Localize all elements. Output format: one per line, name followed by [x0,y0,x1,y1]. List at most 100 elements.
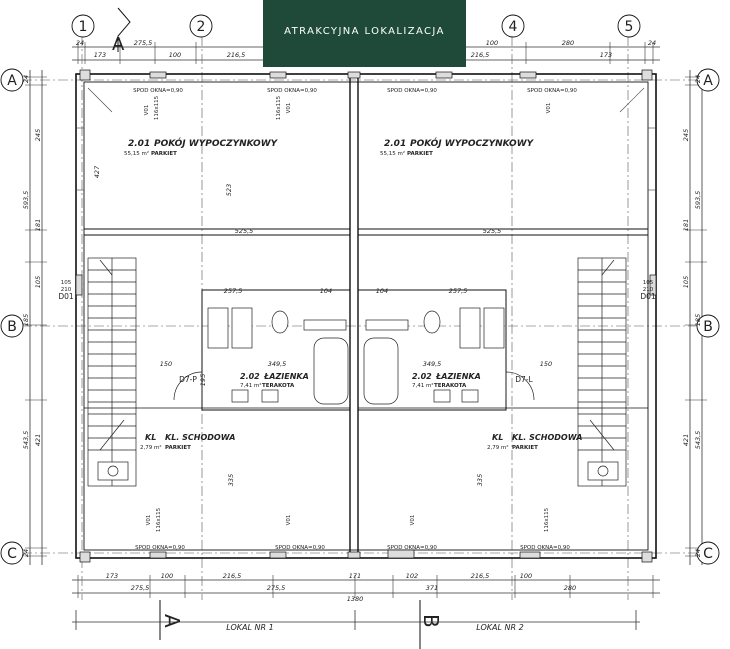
opening-size: 210 [643,287,654,293]
dim-bottom: 216,5 [223,572,242,580]
window-tag: V01 [144,105,150,116]
room-label-stairs-left: KL KL. SCHODOWA 2,79 m² PARKIET [140,433,235,451]
dim-right: 245 [682,129,690,141]
unit-label-lines [72,610,640,630]
dim-left: 593,5 [22,191,30,210]
window-note: SPOD OKNA=0,90 [267,88,317,94]
dim-left: 185 [22,314,30,326]
dim-top: 100 [486,39,498,47]
axis-label-b-left: B [7,319,17,335]
room-number: KL [492,433,503,442]
dim-top: 280 [562,39,574,47]
dim-left: 245 [34,129,42,141]
room-name: POKÓJ WYPOCZYNKOWY [154,137,279,149]
opening-size: 116x115 [156,507,162,532]
bathroom-fixtures [207,307,505,405]
room-area: 7,41 m² [412,382,434,389]
dim-top: 216,5 [227,51,246,59]
dim-right: 24 [694,75,702,83]
staircase-right [577,257,627,487]
windows [75,69,657,563]
window-tag: V01 [286,515,292,526]
room-label-bathroom-right: 2.02 ŁAZIENKA 7,41 m² TERAKOTA [412,372,481,389]
room-floor: PARKIET [151,151,177,157]
section-marker-b-bottom: B [419,614,443,628]
door-tag: D01 [58,292,74,301]
room-number: 2.02 [412,372,432,381]
dim-bottom: 280 [564,584,576,592]
room-floor: TERAKOTA [262,383,295,389]
window-note: SPOD OKNA=0,90 [527,88,577,94]
dim-bottom: 102 [406,572,418,580]
window-tag: V01 [146,515,152,526]
opening-size: 105 [61,280,72,286]
dimensions-left: 24 245 593,5 181 105 185 543,5 421 24 [22,75,42,557]
axis-label-5: 5 [625,19,634,35]
room-name: ŁAZIENKA [263,372,309,381]
dim-top: 173 [94,51,106,59]
window-note: SPOD OKNA=0,90 [520,545,570,551]
door-tag: D7-P [179,375,197,384]
dim-right: 421 [682,434,690,446]
axis-label-1: 1 [79,19,88,35]
dim-bottom-total: 1380 [347,595,364,603]
dim-top: 275,5 [134,39,153,47]
axis-label-2: 2 [197,19,206,35]
dim-top: 100 [169,51,181,59]
unit-label-right: LOKAL NR 2 [476,623,523,632]
doors [173,371,535,401]
room-area: 2,79 m² [487,444,509,451]
dim-left: 105 [34,276,42,288]
window-note: SPOD OKNA=0,90 [387,88,437,94]
room-area: 55,15 m² [124,150,149,157]
dim-interior: 104 [376,287,388,295]
dim-top: 216,5 [471,51,490,59]
dim-right: 181 [682,219,690,231]
dim-left: 181 [34,219,42,231]
window-tag: V01 [286,103,292,114]
dimensions-top: 24 173 275,5 100 216,5 216,5 100 280 173… [76,39,656,59]
opening-size: 116x115 [544,507,550,532]
axis-label-b-right: B [703,319,713,335]
dim-interior: 523 [225,184,233,196]
dim-interior: 257,5 [224,287,243,295]
dim-right: 105 [682,276,690,288]
dim-interior: 349,5 [423,360,442,368]
dim-interior: 335 [227,474,235,486]
room-name: KL. SCHODOWA [512,433,582,442]
dim-interior: 525,5 [235,227,254,235]
window-note: SPOD OKNA=0,90 [135,545,185,551]
room-floor: TERAKOTA [434,383,467,389]
opening-size: 105 [643,280,654,286]
room-label-stairs-right: KL KL. SCHODOWA 2,79 m² PARKIET [487,433,582,451]
opening-size: 210 [61,287,72,293]
room-label-living-right: 2.01 POKÓJ WYPOCZYNKOWY 55,15 m² PARKIET [380,137,535,157]
room-number: 2.01 [128,139,150,149]
axis-label-c-left: C [7,546,17,562]
dim-bottom: 100 [520,572,532,580]
walls [75,73,657,559]
section-markers [117,7,421,649]
dim-top: 24 [76,39,84,47]
dim-interior: 150 [540,360,552,368]
dim-left: 24 [22,549,30,557]
room-number: KL [145,433,156,442]
room-area: 7,41 m² [240,382,262,389]
door-tag: D01 [640,292,656,301]
dimensions-right: 24 245 593,5 181 105 185 543,5 421 24 [682,75,702,557]
dim-left: 543,5 [22,431,30,450]
window-note: SPOD OKNA=0,90 [387,545,437,551]
room-area: 55,15 m² [380,150,405,157]
dim-interior: 427 [93,165,101,178]
dim-bottom: 173 [106,572,118,580]
unit-label-left: LOKAL NR 1 [226,623,273,632]
room-number: 2.02 [240,372,260,381]
dim-bottom: 171 [349,572,361,580]
dim-interior: 349,5 [268,360,287,368]
dim-bottom: 275,5 [267,584,286,592]
dim-interior: 335 [476,474,484,486]
promo-banner: ATRAKCYJNA LOKALIZACJA [263,0,466,67]
dim-left: 24 [22,75,30,83]
section-marker-a-top: A [112,34,125,55]
axis-label-a-right: A [703,73,713,89]
